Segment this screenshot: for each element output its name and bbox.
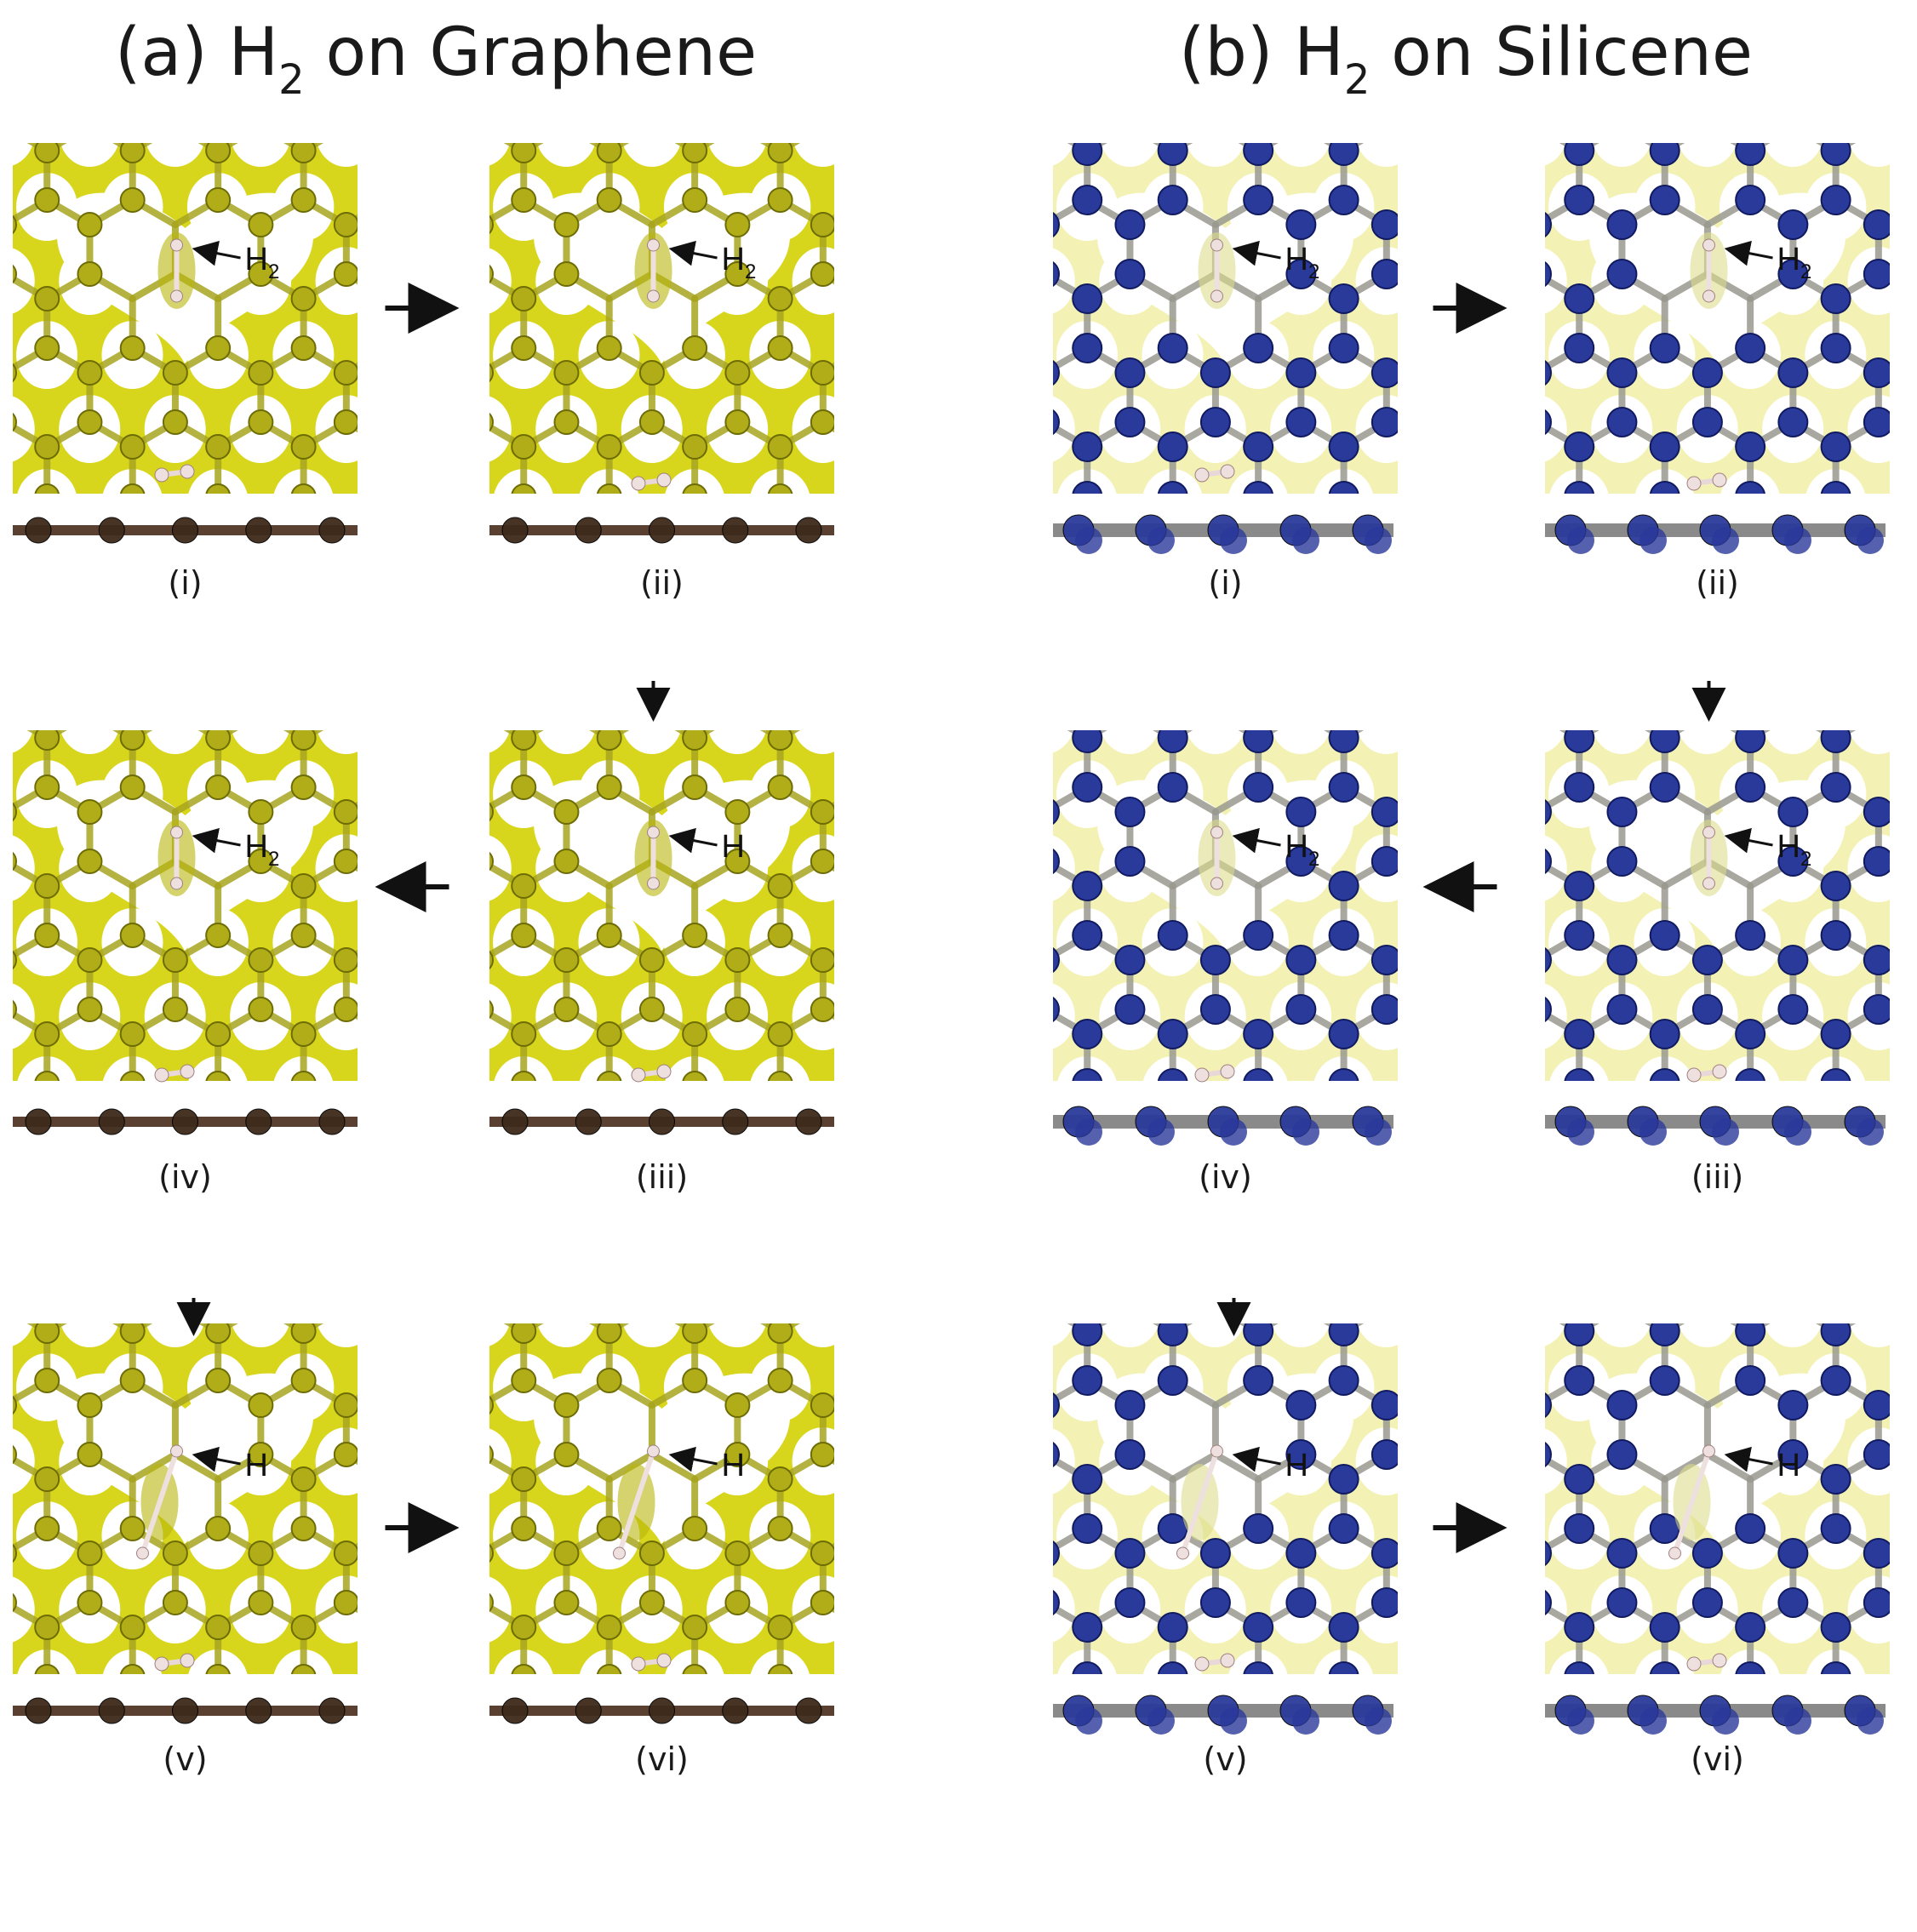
hydrogen-atoms xyxy=(613,1444,660,1560)
step-1: H2 (i) xyxy=(1053,143,1398,602)
hydrogen-annotation: H xyxy=(1777,1448,1800,1483)
side-view xyxy=(1545,1653,1886,1735)
top-view-lattice xyxy=(489,143,834,494)
hydrogen-atoms xyxy=(1690,232,1728,309)
side-view xyxy=(13,1064,358,1135)
hydrogen-annotation: H2 xyxy=(1777,242,1812,283)
top-view-lattice xyxy=(1053,1323,1398,1674)
hydrogen-atoms xyxy=(1176,1444,1223,1560)
step-3: H2 (iii) xyxy=(1545,730,1890,1196)
step-label: (v) xyxy=(1203,1741,1247,1778)
step-3: H (iii) xyxy=(489,730,834,1196)
step-label: (vi) xyxy=(1691,1741,1744,1778)
hydrogen-annotation: H2 xyxy=(1285,242,1320,283)
top-view-lattice xyxy=(489,730,834,1081)
hydrogen-annotation: H xyxy=(245,1448,268,1483)
panel-a-title: (a) H2 on Graphene xyxy=(115,14,757,104)
hydrogen-atoms xyxy=(634,820,672,896)
top-view-lattice xyxy=(13,730,358,1081)
step-5: H (v) xyxy=(13,1323,358,1778)
top-view-lattice xyxy=(1545,1323,1890,1674)
hydrogen-annotation: H2 xyxy=(245,829,280,871)
top-view-lattice xyxy=(1545,730,1890,1081)
step-4: H2 (iv) xyxy=(13,730,358,1196)
side-view xyxy=(1545,1064,1886,1146)
side-view xyxy=(1053,1064,1393,1146)
step-label: (iv) xyxy=(158,1158,212,1196)
step-label: (ii) xyxy=(640,564,684,602)
step-label: (iii) xyxy=(1691,1158,1743,1196)
step-label: (iv) xyxy=(1199,1158,1252,1196)
panel-b-title: (b) H2 on Silicene xyxy=(1179,14,1753,104)
hydrogen-annotation: H2 xyxy=(1777,829,1812,871)
hydrogen-atoms xyxy=(1668,1444,1715,1560)
step-6: H (vi) xyxy=(489,1323,834,1778)
step-label: (iii) xyxy=(636,1158,688,1196)
flow-arrows xyxy=(176,283,1726,1553)
step-1: H2 (i) xyxy=(13,143,358,602)
side-view xyxy=(1545,472,1886,554)
side-view xyxy=(489,1653,834,1724)
side-view xyxy=(13,464,358,544)
side-view xyxy=(13,1653,358,1724)
step-label: (i) xyxy=(1208,564,1242,602)
step-label: (v) xyxy=(163,1741,207,1778)
step-2: H2 (ii) xyxy=(1545,143,1890,602)
side-view xyxy=(489,472,834,544)
hydrogen-atoms xyxy=(634,232,672,309)
hydrogen-annotation: H2 xyxy=(722,242,757,283)
step-6: H (vi) xyxy=(1545,1323,1890,1778)
top-view-lattice xyxy=(13,143,358,494)
top-view-lattice xyxy=(489,1323,834,1674)
hydrogen-atoms xyxy=(1198,232,1236,309)
panel-b: H2 (i) H2 (ii) H2 (iii) H2 (iv) H (v) H (vi) xyxy=(1053,143,1890,1778)
top-view-lattice xyxy=(13,1323,358,1674)
step-2: H2 (ii) xyxy=(489,143,834,602)
hydrogen-atoms xyxy=(1198,820,1236,896)
panel-a: H2 (i) H2 (ii) H (iii) H2 (iv) H (v) H (vi) xyxy=(13,143,834,1778)
hydrogen-atoms xyxy=(136,1444,183,1560)
step-label: (vi) xyxy=(635,1741,689,1778)
hydrogen-annotation: H xyxy=(1285,1448,1308,1483)
panels-layer: H2 (i) H2 (ii) H (iii) H2 (iv) H (v) H (vi) H2 (i) H2 (… xyxy=(13,143,1890,1778)
step-label: (ii) xyxy=(1696,564,1739,602)
step-label: (i) xyxy=(168,564,202,602)
hydrogen-atoms xyxy=(157,820,196,896)
top-view-lattice xyxy=(1545,143,1890,494)
step-5: H (v) xyxy=(1053,1323,1398,1778)
hydrogen-atoms xyxy=(157,232,196,309)
side-view xyxy=(1053,464,1393,554)
hydrogen-annotation: H2 xyxy=(1285,829,1320,871)
hydrogen-annotation: H xyxy=(722,829,745,865)
step-4: H2 (iv) xyxy=(1053,730,1398,1196)
top-view-lattice xyxy=(1053,143,1398,494)
side-view xyxy=(489,1064,834,1135)
top-view-lattice xyxy=(1053,730,1398,1081)
side-view xyxy=(1053,1653,1393,1735)
hydrogen-atoms xyxy=(1690,820,1728,896)
hydrogen-annotation: H2 xyxy=(245,242,280,283)
hydrogen-annotation: H xyxy=(722,1448,745,1483)
